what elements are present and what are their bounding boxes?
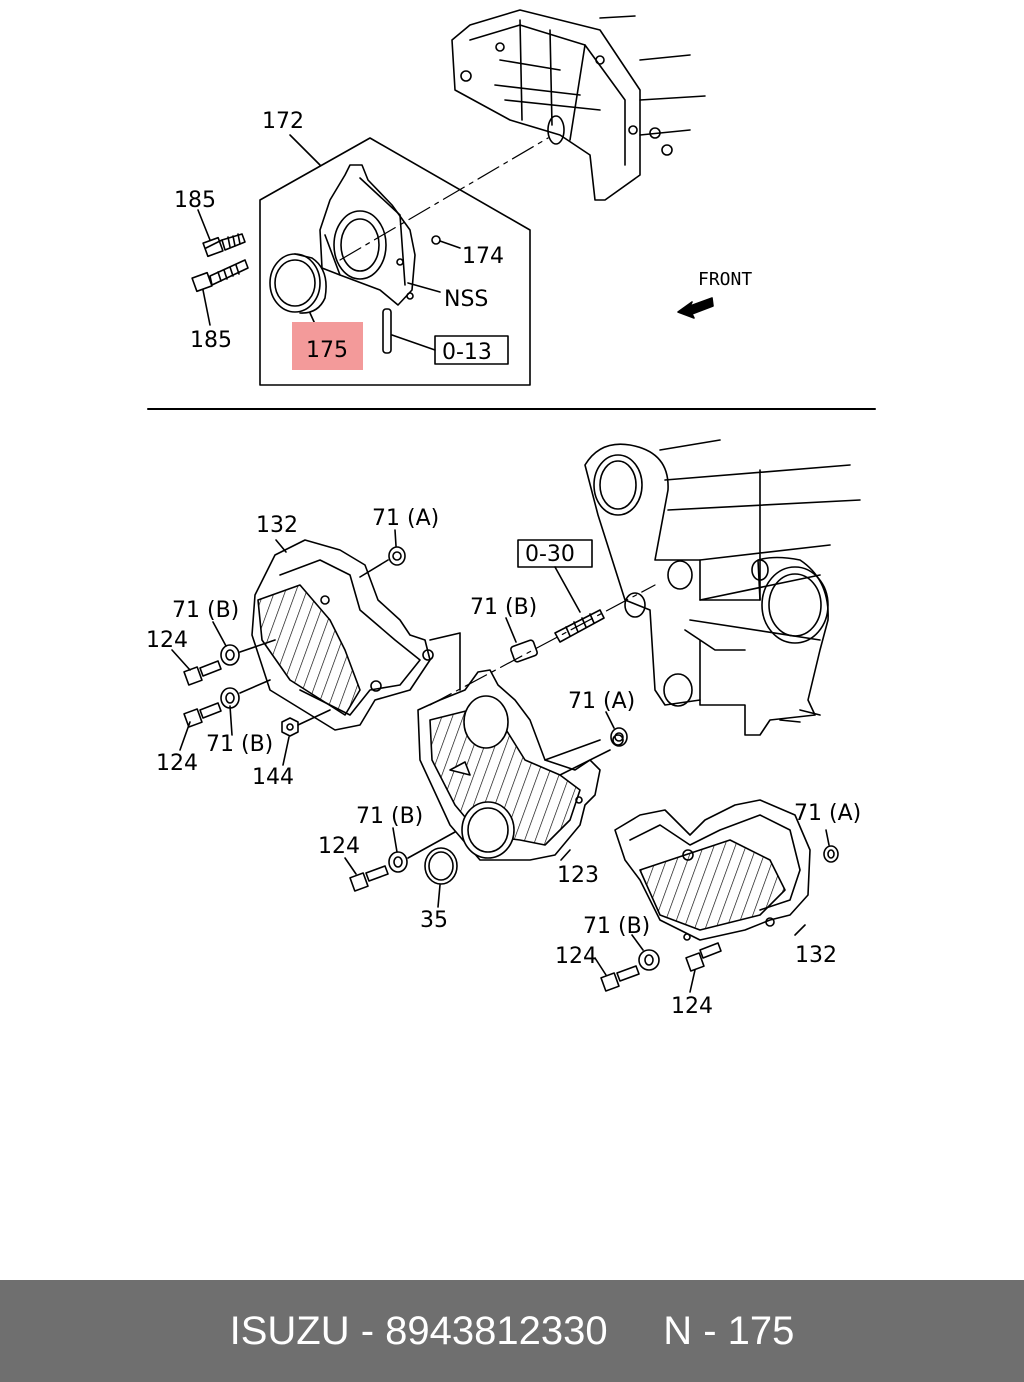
washer-71b-lower: [638, 949, 660, 971]
callout-nss: NSS: [444, 287, 488, 312]
leader-144: [282, 736, 290, 766]
leader-185-upper: [197, 209, 211, 241]
timing-cover-upper-132: [251, 539, 434, 731]
callout-0-30: 0-30: [525, 542, 575, 567]
leader-132-lower: [794, 924, 806, 936]
bolt-124-lower-right: [685, 942, 722, 972]
nut-144: [281, 717, 299, 737]
leader-124-c: [344, 857, 357, 875]
leader-71a-1: [394, 529, 397, 547]
bolt-124-left-upper: [183, 660, 222, 686]
sleeve-71b-middle: [510, 639, 538, 663]
oil-seal-175: [269, 253, 327, 314]
callout-185-lower: 185: [190, 328, 232, 353]
leader-132-upper: [275, 539, 287, 553]
washer-71b-center: [388, 851, 408, 873]
front-arrow-icon: [677, 297, 714, 319]
ref-box-0-30: [517, 539, 593, 568]
callout-box-172: [259, 137, 531, 386]
dowel-pin: [382, 308, 392, 354]
line-nut-cover: [297, 709, 331, 726]
engine-block-lower: [584, 439, 861, 736]
washer-71a-middle: [610, 727, 628, 747]
callout-124-lower-left: 124: [555, 944, 597, 969]
leader-35: [437, 884, 441, 908]
leader-71b-5: [631, 934, 644, 951]
bolt-124-left-lower: [183, 702, 222, 728]
callout-144: 144: [252, 765, 294, 790]
leader-124-b: [179, 721, 191, 751]
bolt-174: [431, 235, 461, 249]
bolt-124-center: [349, 865, 389, 892]
callout-71a-middle: 71 (A): [568, 689, 635, 714]
line-washer-case: [407, 831, 456, 859]
leader-71a-3: [825, 829, 830, 846]
leader-124-a: [171, 649, 191, 671]
leader-71b-1: [212, 621, 227, 647]
bolt-185-lower: [191, 259, 249, 293]
part-number-footer: ISUZU - 8943812330 N - 175: [0, 1280, 1024, 1382]
leader-123: [560, 849, 571, 861]
washer-71b-left-upper: [220, 644, 240, 666]
bracket-lower-line: [429, 632, 461, 691]
callout-185-upper: 185: [174, 188, 216, 213]
callout-174: 174: [462, 244, 504, 269]
center-line: [339, 137, 549, 261]
stud-0-30: [554, 609, 605, 643]
leader-185-lower: [202, 289, 211, 326]
timing-cover-lower-132: [614, 799, 811, 941]
callout-172: 172: [262, 109, 304, 134]
leader-172: [289, 134, 321, 166]
leader-71a-2: [605, 711, 615, 729]
parts-diagram: 172 185 185 174 NSS 175 0-13 FRONT 132 7…: [146, 9, 876, 1019]
highlight-175: [292, 322, 363, 370]
callout-124-left-upper: 124: [146, 628, 188, 653]
callout-124-left-lower: 124: [156, 751, 198, 776]
timing-case-123: [417, 669, 624, 861]
leader-71b-4: [392, 827, 398, 853]
callout-0-13: 0-13: [442, 340, 492, 365]
callout-71b-left-lower: 71 (B): [206, 732, 273, 757]
bolt-124-lower-left: [600, 965, 640, 992]
leader-71b-2: [229, 705, 233, 736]
callout-132-lower: 132: [795, 943, 837, 968]
leader-0-13: [391, 334, 436, 351]
leader-0-30: [554, 566, 581, 613]
center-line-lower: [429, 584, 656, 706]
line-washer-cover-b: [239, 679, 271, 694]
callout-175: 175: [306, 338, 348, 363]
callout-123: 123: [557, 863, 599, 888]
callout-71a-right: 71 (A): [794, 801, 861, 826]
ref-box-0-13: [434, 335, 509, 365]
callout-124-lower-right: 124: [671, 994, 713, 1019]
front-label: FRONT: [698, 269, 752, 290]
washer-71a-top: [388, 546, 406, 566]
callout-35: 35: [420, 908, 448, 933]
callout-71b-middle: 71 (B): [470, 595, 537, 620]
oil-seal-35: [424, 847, 458, 885]
leader-124-d: [594, 957, 607, 976]
engine-block-upper: [451, 9, 706, 201]
callout-71b-lower: 71 (B): [583, 914, 650, 939]
washer-71b-left-lower: [220, 687, 240, 709]
callout-71b-left-upper: 71 (B): [172, 598, 239, 623]
callout-71b-center: 71 (B): [356, 804, 423, 829]
callout-132-upper: 132: [256, 513, 298, 538]
leader-71b-3: [505, 617, 517, 643]
front-cover-plate: [319, 164, 416, 306]
callout-124-center: 124: [318, 834, 360, 859]
leader-nss: [407, 282, 441, 293]
line-washer-71a-cover: [359, 559, 389, 578]
leader-124-e: [689, 969, 696, 993]
callout-71a-top: 71 (A): [372, 506, 439, 531]
line-washer-cover-a: [239, 639, 276, 653]
washer-71a-right: [823, 845, 839, 863]
